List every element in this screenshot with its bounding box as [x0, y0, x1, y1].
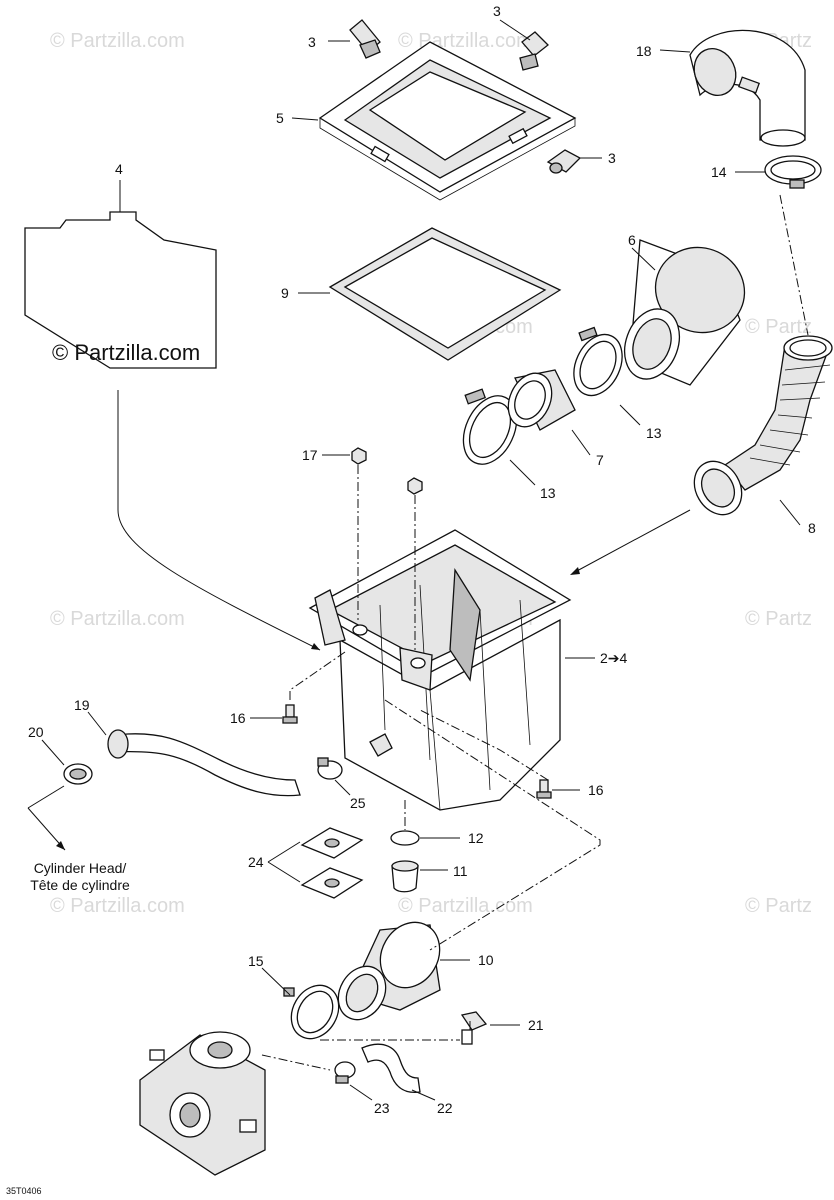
callout-number: 3 [608, 150, 616, 166]
part-fitting-21 [460, 1011, 488, 1045]
part-nut-17 [351, 447, 367, 465]
part-cap-11 [391, 860, 419, 893]
part-intake-tube-8 [693, 335, 833, 516]
callout-number: 15 [248, 953, 264, 969]
part-clip-3 [349, 19, 381, 59]
destination-label-line1: Cylinder Head/ [34, 860, 127, 876]
part-clip-12 [390, 830, 420, 846]
callout-number: 6 [628, 232, 636, 248]
part-decal-4: © Partzilla.com [24, 211, 217, 369]
watermark-text: © Partzilla.com [398, 30, 533, 52]
part-coupler-7 [507, 369, 576, 431]
part-seal-9 [328, 227, 562, 361]
callout-number: 13 [540, 485, 556, 501]
watermark-text: © Partzilla.com [50, 30, 185, 52]
decal-watermark-text: © Partzilla.com [52, 340, 200, 365]
callout-number: 3 [308, 34, 316, 50]
watermark-text: © Partz [745, 316, 812, 338]
part-clip-3 [546, 149, 582, 174]
part-airbox-cover-5 [318, 41, 577, 201]
watermark-text: © Partz [745, 895, 812, 917]
callout-number: 23 [374, 1100, 390, 1116]
watermark-text: © Partz [745, 608, 812, 630]
part-clip-3 [519, 31, 549, 71]
watermark-text: © Partzilla.com [398, 895, 533, 917]
part-bolt-16 [536, 779, 552, 799]
part-clamp-15 [283, 984, 340, 1040]
callout-number: 7 [596, 452, 604, 468]
callout-number: 16 [230, 710, 246, 726]
reference-code: 35T0406 [6, 1186, 42, 1196]
callout-number: 21 [528, 1017, 544, 1033]
part-clamp-14 [764, 155, 822, 189]
callout-number: 22 [437, 1100, 453, 1116]
leader-lines [27, 19, 801, 1101]
watermark-text: © Partzilla.com [50, 895, 185, 917]
part-clamp-13 [573, 326, 623, 397]
callout-number: 18 [636, 43, 652, 59]
callout-number: 12 [468, 830, 484, 846]
part-hose-22 [361, 1043, 421, 1094]
callout-number: 2➔4 [600, 650, 628, 666]
callout-number: 19 [74, 697, 90, 713]
callout-number: 5 [276, 110, 284, 126]
carburetor [139, 1031, 266, 1176]
part-clamp-25 [317, 757, 343, 780]
destination-label: Cylinder Head/ Tête de cylindre [30, 860, 130, 893]
destination-label-line2: Tête de cylindre [30, 877, 130, 893]
part-airbox-housing-2-4 [308, 529, 572, 811]
part-clamp-13 [462, 388, 518, 465]
callout-number: 4 [115, 161, 123, 177]
part-pad-24 [300, 827, 364, 859]
callout-number: 17 [302, 447, 318, 463]
callout-number: 16 [588, 782, 604, 798]
callout-labels: 3 3 18 5 3 14 4 6 9 7 13 13 17 8 2➔4 16 … [28, 3, 816, 1116]
part-elbow-duct-18 [689, 29, 806, 147]
callout-number: 9 [281, 285, 289, 301]
callout-number: 10 [478, 952, 494, 968]
callout-number: 3 [493, 3, 501, 19]
callout-number: 20 [28, 724, 44, 740]
callout-number: 13 [646, 425, 662, 441]
watermark-text: © Partzilla.com [50, 608, 185, 630]
part-air-filter-6 [623, 239, 746, 386]
part-clamp-20 [63, 763, 93, 785]
assembly-lines [117, 194, 809, 1071]
part-hose-19 [107, 729, 301, 797]
part-clamp-23 [334, 1061, 356, 1084]
callout-number: 14 [711, 164, 727, 180]
callout-number: 8 [808, 520, 816, 536]
part-adapter-boot-10 [337, 921, 441, 1021]
part-bolt-16 [282, 704, 298, 724]
part-nut-17 [407, 477, 423, 495]
callout-number: 11 [453, 863, 468, 879]
callout-number: 25 [350, 795, 366, 811]
part-pad-24 [300, 867, 364, 899]
callout-number: 24 [248, 854, 264, 870]
